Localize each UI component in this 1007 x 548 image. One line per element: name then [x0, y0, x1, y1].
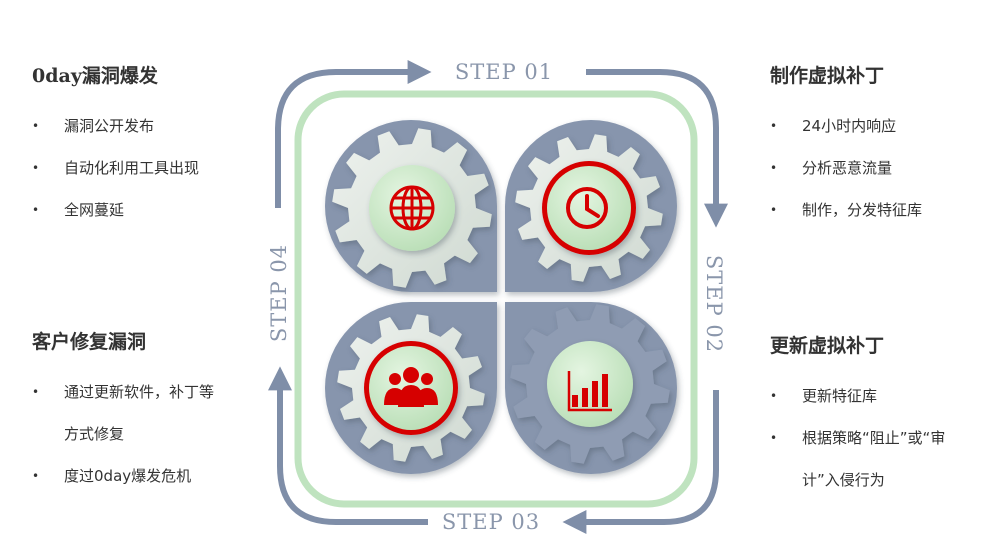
- icon-bl-group: [364, 341, 458, 435]
- step-04-label: STEP 04: [267, 244, 291, 342]
- cycle-arrows: [268, 60, 728, 534]
- panel-list: 更新特征库 根据策略“阻止”或“审 计”入侵行为: [770, 375, 945, 501]
- list-item: 度过0day爆发危机: [32, 455, 214, 497]
- list-item: 漏洞公开发布: [32, 105, 199, 147]
- list-item: 更新特征库: [770, 375, 945, 417]
- clock-icon: [566, 187, 608, 229]
- panel-list: 24小时内响应 分析恶意流量 制作，分发特征库: [770, 105, 922, 231]
- list-item: 通过更新软件，补丁等 方式修复: [32, 371, 214, 455]
- list-item: 自动化利用工具出现: [32, 147, 199, 189]
- icon-tr-group: [542, 161, 636, 255]
- list-item: 全网蔓延: [32, 189, 199, 231]
- arrow-bottom-right: [562, 390, 719, 534]
- list-item-line: 通过更新软件，补丁等: [64, 383, 215, 401]
- list-item-line: 方式修复: [64, 425, 125, 443]
- panel-update-virtual-patch: 更新虚拟补丁 更新特征库 根据策略“阻止”或“审 计”入侵行为: [770, 331, 945, 501]
- panel-zero-day-outbreak: 0day漏洞爆发 漏洞公开发布 自动化利用工具出现 全网蔓延: [32, 61, 199, 231]
- panel-list: 漏洞公开发布 自动化利用工具出现 全网蔓延: [32, 105, 199, 231]
- panel-make-virtual-patch: 制作虚拟补丁 24小时内响应 分析恶意流量 制作，分发特征库: [770, 61, 922, 231]
- inner-green-frame: [294, 90, 698, 508]
- arrow-top-right: [586, 69, 728, 228]
- panel-list: 通过更新软件，补丁等 方式修复 度过0day爆发危机: [32, 371, 214, 497]
- panel-title: 制作虚拟补丁: [770, 65, 885, 87]
- step-01-label: STEP 01: [455, 60, 553, 84]
- icon-br-group: [547, 341, 633, 427]
- arrow-top-left: [275, 60, 432, 208]
- list-item: 24小时内响应: [770, 105, 922, 147]
- arrow-bottom-left: [268, 366, 428, 525]
- icon-tl-group: [369, 165, 455, 251]
- list-item: 分析恶意流量: [770, 147, 922, 189]
- step-02-label: STEP 02: [702, 255, 726, 353]
- step-03-label: STEP 03: [442, 510, 540, 534]
- list-item: 制作，分发特征库: [770, 189, 922, 231]
- globe-icon: [389, 185, 435, 231]
- panel-title: 更新虚拟补丁: [770, 335, 885, 357]
- people-icon: [384, 367, 438, 407]
- panel-title: 客户修复漏洞: [32, 331, 147, 353]
- panel-title: 0day漏洞爆发: [32, 65, 158, 87]
- bar-chart-icon: [567, 371, 612, 412]
- list-item: 根据策略“阻止”或“审 计”入侵行为: [770, 417, 945, 501]
- list-item-line: 根据策略“阻止”或“审: [802, 429, 946, 447]
- panel-customer-fix: 客户修复漏洞 通过更新软件，补丁等 方式修复 度过0day爆发危机: [32, 327, 214, 497]
- list-item-line: 计”入侵行为: [802, 471, 885, 489]
